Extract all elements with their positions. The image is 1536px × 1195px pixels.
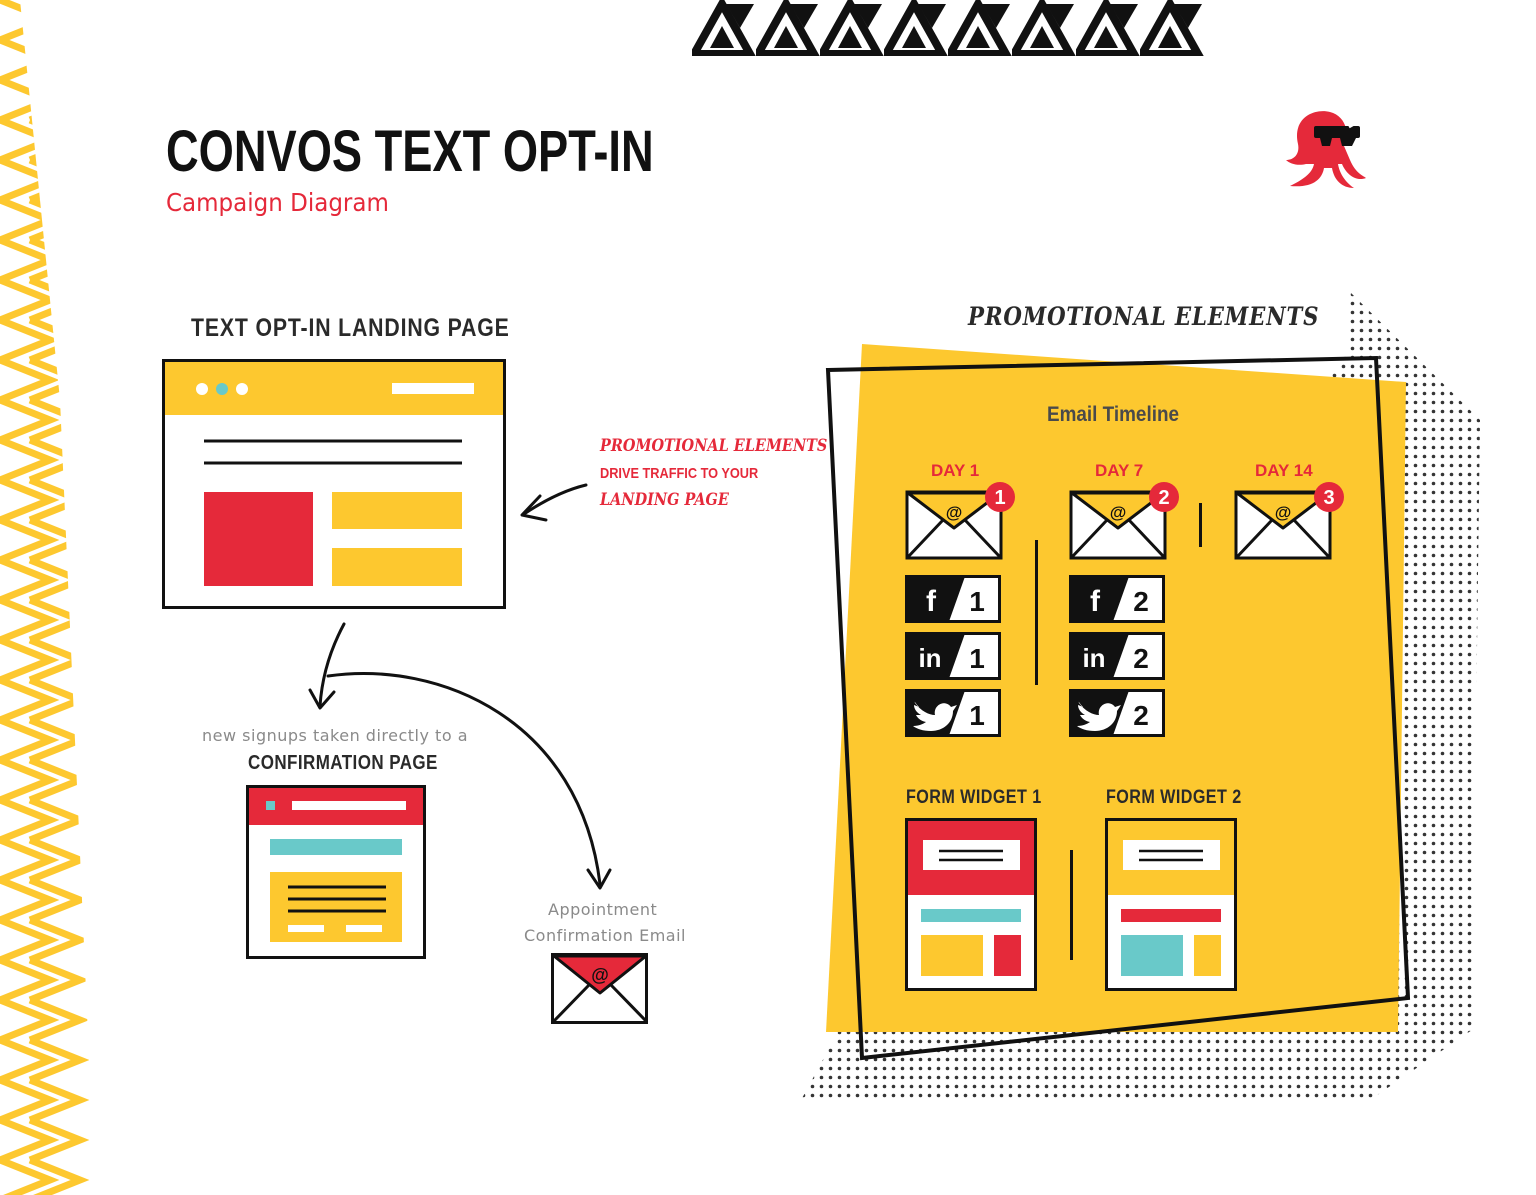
confirmation-page-wireframe [246,785,426,959]
svg-text:@: @ [946,503,963,522]
confirmation-arrow [318,622,346,708]
twitter-icon [1077,701,1121,731]
timeline-divider [1199,503,1202,547]
form-widget-2-label: FORM WIDGET 2 [1106,787,1242,808]
day-14-label: DAY 14 [1255,461,1313,480]
confirmation-page-heading: CONFIRMATION PAGE [248,752,438,774]
email-day-1-icon: @ 1 [905,482,1015,560]
form-widget-1 [905,818,1037,991]
landing-page-wireframe [162,359,506,609]
octopus-logo-icon [1286,111,1366,188]
confirmation-note: new signups taken directly to a [202,726,468,745]
social-count: 2 [1133,700,1149,731]
social-twitter-2: 2 [1069,689,1165,737]
svg-text:@: @ [591,965,609,985]
social-facebook-1: f 1 [905,575,1001,623]
left-pattern-decoration [0,0,95,1195]
social-twitter-1: 1 [905,689,1001,737]
social-count: 1 [969,700,985,731]
email-badge: 3 [1323,487,1334,509]
day-7-label: DAY 7 [1095,461,1144,480]
email-badge: 1 [994,487,1005,509]
social-count: 2 [1133,586,1149,617]
page-subtitle: Campaign Diagram [166,188,389,217]
form-widget-1-label: FORM WIDGET 1 [906,787,1042,808]
svg-text:@: @ [1275,503,1292,522]
appointment-email-icon: @ [551,953,648,1024]
svg-text:@: @ [1110,503,1127,522]
facebook-icon: f [1090,585,1101,618]
page-title: CONVOS TEXT OPT-IN [166,119,654,184]
callout-promotional-elements: PROMOTIONAL ELEMENTS [600,436,828,456]
timeline-divider [1035,540,1038,685]
social-count: 1 [969,586,985,617]
email-timeline-heading: Email Timeline [1047,403,1180,426]
callout-arrow [522,483,588,516]
appointment-label-line1: Appointment [548,900,658,919]
form-widget-2 [1105,818,1237,991]
appointment-arrow [326,672,602,886]
landing-page-heading: TEXT OPT-IN LANDING PAGE [191,314,510,342]
appointment-label-line2: Confirmation Email [524,926,686,945]
callout-drive-traffic: DRIVE TRAFFIC TO YOUR [600,465,759,482]
top-pattern-decoration [692,0,1204,56]
day-1-label: DAY 1 [931,461,980,480]
linkedin-icon: in [1082,643,1105,673]
email-day-14-icon: @ 3 [1234,482,1344,560]
email-day-7-icon: @ 2 [1069,482,1179,560]
social-linkedin-2: in 2 [1069,632,1165,680]
social-facebook-2: f 2 [1069,575,1165,623]
social-count: 1 [969,643,985,674]
callout-landing-page: LANDING PAGE [600,490,729,510]
linkedin-icon: in [918,643,941,673]
twitter-icon [913,701,957,731]
social-count: 2 [1133,643,1149,674]
widget-divider [1070,850,1073,960]
promo-heading: PROMOTIONAL ELEMENTS [968,302,1320,331]
social-linkedin-1: in 1 [905,632,1001,680]
facebook-icon: f [926,585,937,618]
email-badge: 2 [1158,487,1169,509]
